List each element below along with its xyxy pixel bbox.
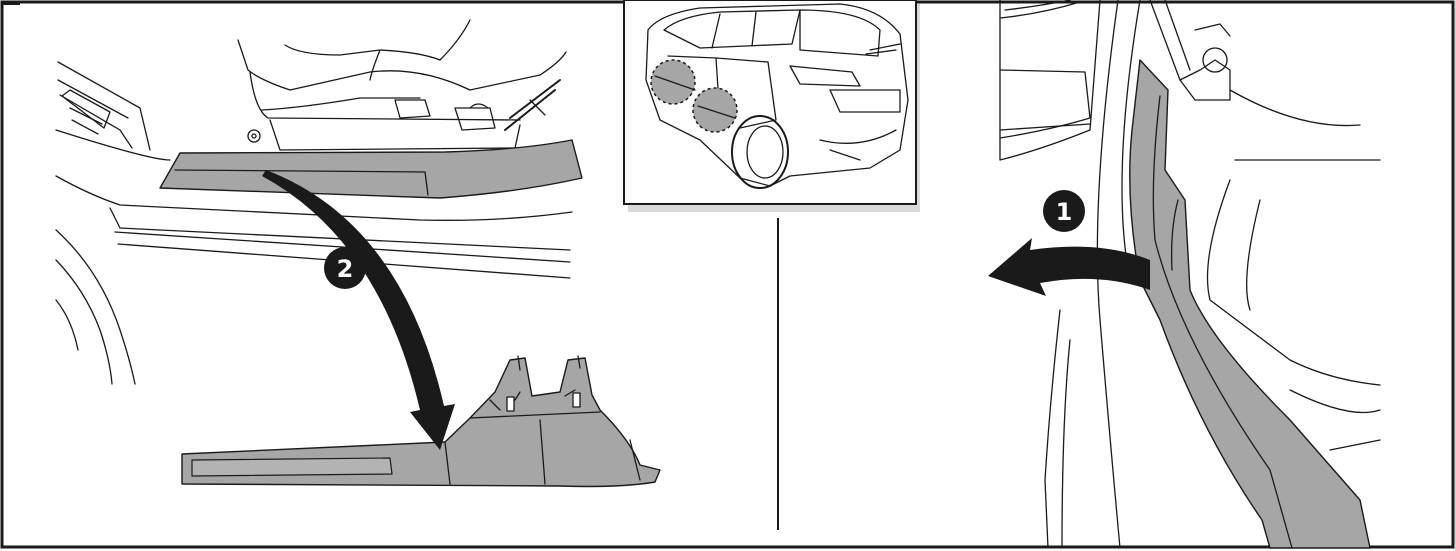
pillar-trim-panel	[1130, 60, 1370, 548]
right-panel-pillar-scene: 1	[988, 0, 1380, 548]
vehicle-location-inset	[624, 0, 920, 212]
step-1-label: 1	[1056, 198, 1073, 226]
step-2-label: 2	[337, 255, 354, 283]
left-panel-sill-scene: 2	[56, 20, 660, 487]
curved-arrow-down-icon	[262, 170, 455, 450]
curved-arrow-left-icon	[988, 238, 1150, 296]
highlight-rear-sill	[693, 88, 737, 132]
